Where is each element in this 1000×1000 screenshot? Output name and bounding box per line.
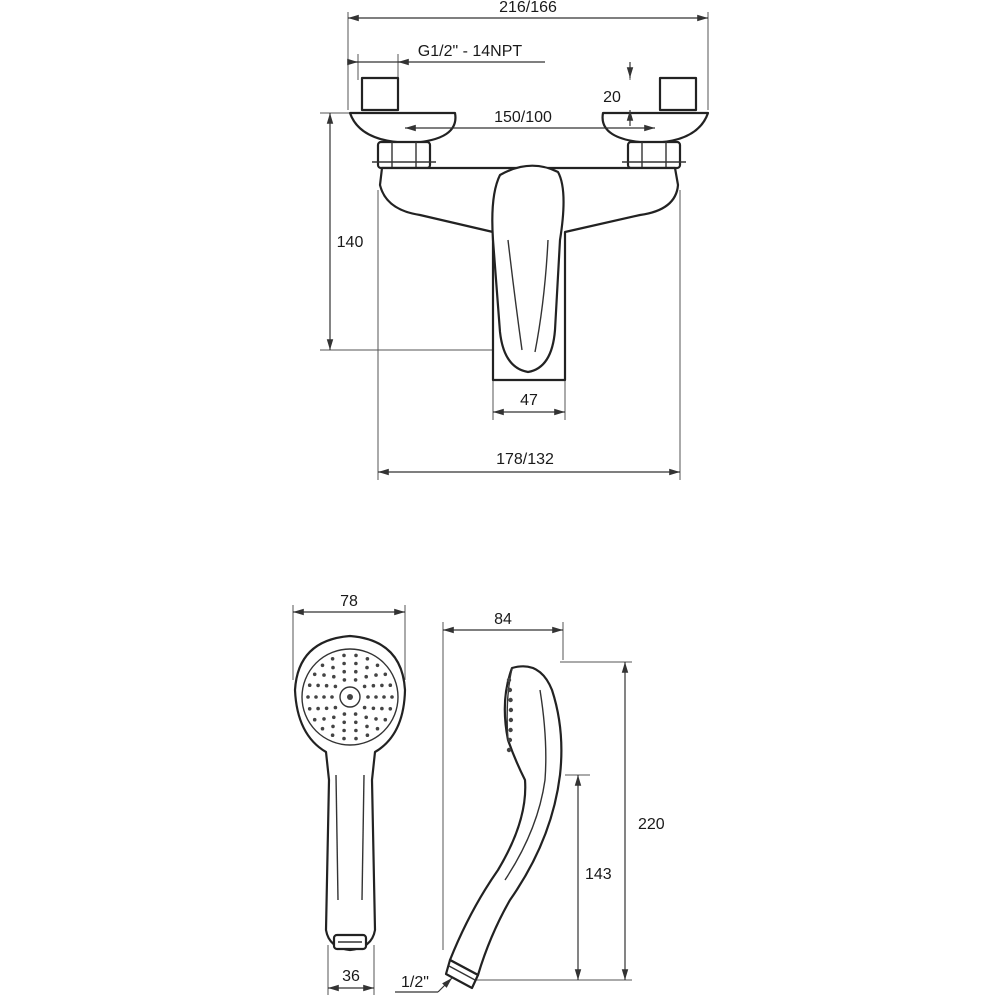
spray-nozzle	[353, 712, 358, 716]
eccentric-height-label: 20	[603, 89, 621, 106]
spray-nozzle	[362, 684, 367, 689]
handle-end-label: 36	[342, 968, 360, 985]
spray-nozzle	[332, 715, 336, 720]
spray-nozzle	[332, 674, 336, 679]
spray-nozzle	[331, 724, 335, 729]
spray-nozzle	[316, 706, 320, 711]
side-nozzle	[506, 747, 512, 753]
spray-nozzle	[390, 695, 394, 699]
spray-nozzle	[354, 736, 358, 741]
thread-label: G1/2" - 14NPT	[418, 43, 523, 60]
spray-nozzle	[330, 657, 335, 661]
shower-side-drawing: 84 220 143 1/2"	[395, 611, 665, 993]
spray-nozzle	[342, 678, 347, 682]
faucet-drawing: 216/166 G1/2" - 14NPT 20 150/100 140 47 …	[320, 0, 710, 480]
spray-nozzle	[362, 705, 367, 710]
spray-nozzle	[375, 726, 380, 731]
side-nozzle	[508, 707, 514, 713]
shower-front-drawing: 78 36	[292, 593, 407, 995]
spray-nozzle	[342, 661, 346, 666]
spray-nozzle	[342, 653, 346, 658]
spray-nozzle	[374, 717, 378, 721]
spray-nozzle	[354, 669, 358, 674]
spray-nozzle	[366, 695, 370, 699]
spray-nozzle	[320, 663, 325, 668]
side-nozzle	[506, 677, 512, 683]
spray-nozzle	[314, 695, 318, 699]
spray-nozzle	[382, 695, 386, 699]
spray-nozzle	[312, 672, 317, 677]
spray-nozzle	[371, 706, 376, 711]
handle-width-label: 47	[520, 392, 538, 409]
spray-nozzle	[383, 672, 388, 677]
height-label: 140	[337, 234, 364, 251]
spray-nozzle	[316, 683, 320, 688]
spray-nozzle	[374, 695, 378, 699]
overall-width-label: 216/166	[499, 0, 557, 16]
spray-nozzle	[354, 653, 358, 658]
spray-nozzle	[307, 707, 312, 711]
spray-nozzle	[354, 720, 358, 725]
head-diameter-label: 78	[340, 593, 358, 610]
spray-nozzle	[364, 674, 369, 679]
side-nozzle	[508, 697, 513, 703]
spray-nozzle	[324, 706, 329, 711]
spray-nozzle	[354, 728, 358, 733]
spray-nozzle	[322, 673, 326, 677]
side-nozzle	[508, 717, 514, 723]
depth-label: 84	[494, 611, 512, 628]
spray-nozzle	[306, 695, 310, 699]
spray-nozzle	[312, 717, 317, 722]
side-nozzle	[507, 687, 513, 693]
spray-nozzles	[306, 653, 394, 741]
spray-nozzle	[330, 695, 334, 699]
side-nozzle	[508, 727, 513, 733]
spray-nozzle	[353, 678, 358, 682]
spray-nozzle	[324, 683, 329, 688]
spray-nozzle	[388, 707, 393, 711]
centers-label: 150/100	[494, 109, 552, 126]
spray-nozzle	[307, 683, 312, 687]
spray-nozzle	[371, 683, 376, 688]
spray-nozzle	[342, 728, 346, 733]
spray-nozzle	[365, 665, 369, 670]
connection-label: 1/2"	[401, 974, 429, 991]
spray-nozzle	[365, 657, 370, 661]
spray-nozzle	[342, 669, 347, 674]
spray-nozzle	[331, 665, 335, 670]
side-nozzles	[506, 677, 514, 753]
spray-nozzle	[333, 705, 338, 710]
spray-nozzle	[333, 684, 338, 689]
spray-nozzle	[365, 733, 370, 737]
spray-nozzle	[342, 736, 346, 741]
spray-nozzle	[322, 717, 326, 721]
spray-nozzle	[383, 717, 388, 722]
total-length-label: 220	[638, 816, 665, 833]
spray-nozzle	[320, 726, 325, 731]
handle-length-label: 143	[585, 866, 612, 883]
spray-nozzle	[364, 715, 369, 720]
spray-nozzle	[365, 724, 369, 729]
spray-nozzle	[388, 683, 393, 687]
spray-nozzle	[342, 720, 347, 725]
side-nozzle	[507, 737, 513, 743]
spray-nozzle	[322, 695, 326, 699]
spray-nozzle	[374, 673, 378, 677]
spray-nozzle	[380, 706, 384, 711]
body-width-label: 178/132	[496, 451, 554, 468]
spray-nozzle	[375, 663, 380, 668]
spray-nozzle	[330, 733, 335, 737]
spray-nozzle	[342, 712, 347, 716]
spray-nozzle	[354, 661, 358, 666]
spray-nozzle	[380, 683, 384, 688]
